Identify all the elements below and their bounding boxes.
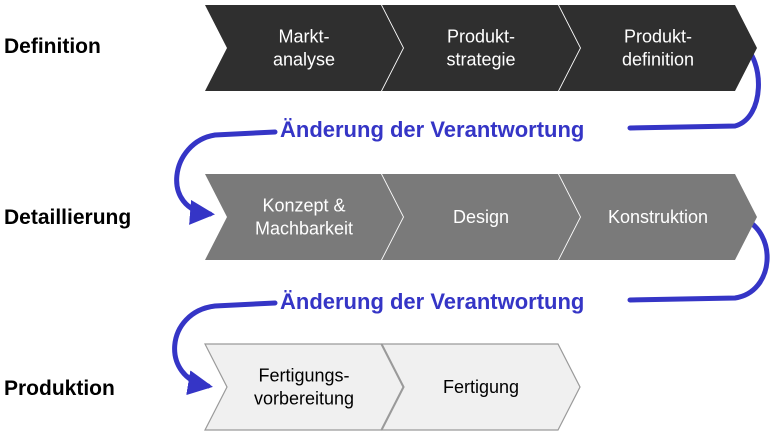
- process-step-chevron: [382, 5, 580, 91]
- process-step-chevron: [205, 174, 403, 260]
- process-step-label: Fertigungs-: [258, 366, 349, 386]
- process-step-label: vorbereitung: [254, 389, 354, 409]
- process-step-label: strategie: [446, 50, 515, 70]
- process-step-chevron: [559, 174, 757, 260]
- process-step-label: Konzept &: [262, 196, 345, 216]
- process-step-chevron: [204, 343, 404, 431]
- process-step-label: Konstruktion: [608, 207, 708, 227]
- process-step-label: Produkt-: [447, 27, 515, 47]
- phase-label-produktion: Produktion: [4, 377, 115, 400]
- process-step-chevron: [381, 343, 581, 431]
- process-step-chevron: [382, 174, 580, 260]
- process-step-label: analyse: [273, 50, 335, 70]
- process-step-label: Markt-: [279, 27, 330, 47]
- phase-label-detaillierung: Detaillierung: [4, 206, 132, 229]
- connector-arrow-1b: [174, 129, 278, 225]
- transition-label-1: Änderung der Verantwortung: [280, 117, 585, 142]
- process-step-label: Produkt-: [624, 27, 692, 47]
- connector-arrow-2: [627, 215, 770, 303]
- process-step-label: definition: [622, 50, 694, 70]
- process-step-chevron: [559, 5, 757, 91]
- connector-arrow-2b: [172, 300, 278, 396]
- phase-label-definition: Definition: [4, 35, 101, 58]
- transition-label-2: Änderung der Verantwortung: [280, 289, 585, 314]
- process-step-label: Machbarkeit: [255, 219, 353, 239]
- process-step-label: Design: [453, 207, 509, 227]
- process-step-label: Fertigung: [443, 377, 519, 397]
- process-step-chevron: [205, 5, 403, 91]
